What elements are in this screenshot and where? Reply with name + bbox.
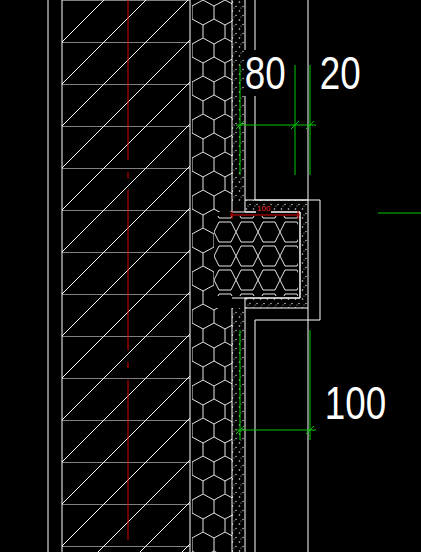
- dimension-text: 100: [256, 205, 271, 213]
- dimension-text: 80: [244, 50, 287, 96]
- dimension-lines: [236, 65, 421, 440]
- dimension-text: 20: [319, 50, 362, 96]
- dimension-text: 100: [324, 380, 387, 426]
- brick-hatch: [62, 0, 190, 552]
